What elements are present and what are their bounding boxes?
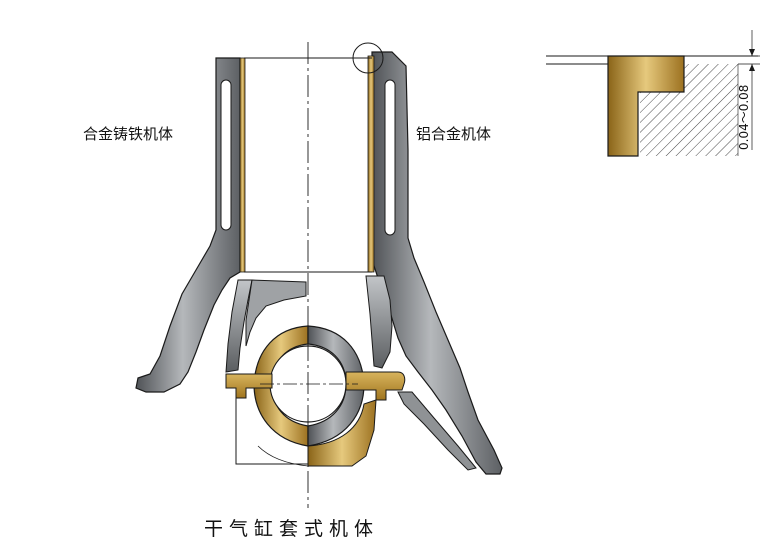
bearing-cap-flange	[225, 373, 273, 399]
aluminum-outer-wall	[371, 51, 503, 475]
bore-lines	[244, 42, 384, 508]
bearing-cap-lower-left-inner	[257, 445, 309, 467]
water-jacket-slot-right	[384, 79, 396, 236]
aluminum-block-half	[365, 51, 503, 475]
figure-caption: 干气缸套式机体	[204, 518, 379, 540]
label-aluminum-block: 铝合金机体	[416, 125, 491, 143]
detail-marker-circle	[352, 42, 384, 74]
detail-view: 0.04～0.08	[546, 30, 760, 157]
aluminum-lower-brace	[397, 391, 477, 471]
aluminum-liner	[367, 55, 375, 273]
bearing-cap-lower-right	[307, 399, 377, 467]
label-cast-iron-block: 合金铸铁机体	[83, 125, 173, 143]
aluminum-strut	[365, 275, 393, 369]
clearance-dimension: 0.04～0.08	[737, 85, 751, 150]
cast-iron-liner	[239, 57, 246, 273]
bearing-cap-lower-left	[235, 398, 308, 465]
water-jacket-slot-left	[220, 79, 232, 231]
cast-iron-block-half	[135, 57, 307, 393]
cast-iron-web	[245, 279, 307, 347]
